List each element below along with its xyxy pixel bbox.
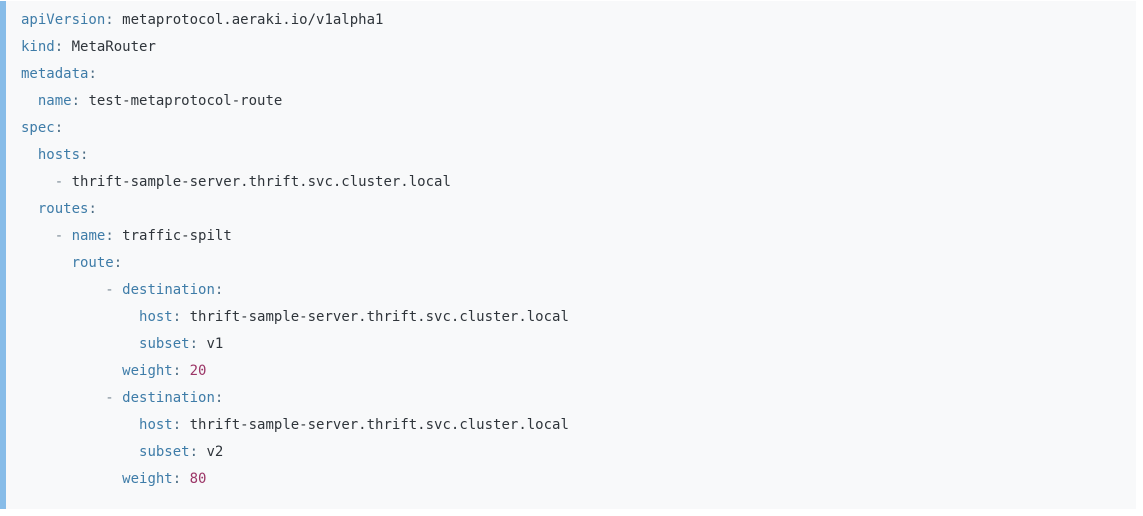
code-token-val	[21, 147, 38, 163]
code-token-val	[21, 444, 139, 460]
code-token-punc: :	[189, 444, 199, 460]
code-token-key: apiVersion	[21, 12, 106, 28]
code-token-key: name	[71, 228, 106, 244]
code-token-punc: :	[105, 12, 114, 28]
code-line: - name: traffic-spilt	[21, 223, 1120, 250]
code-token-punc: :	[54, 120, 64, 136]
code-line: hosts:	[21, 142, 1120, 169]
code-token-punc: :	[88, 201, 97, 217]
code-token-val	[21, 201, 38, 217]
code-token-val	[181, 363, 189, 379]
code-line: kind: MetaRouter	[21, 34, 1120, 61]
code-line: - destination:	[21, 385, 1120, 412]
code-token-punc: :	[54, 39, 64, 55]
code-token-val: metaprotocol.aeraki.io/v1alpha1	[113, 12, 384, 28]
code-token-val: thrift-sample-server.thrift.svc.cluster.…	[63, 174, 451, 190]
code-token-val	[21, 255, 72, 271]
code-token-val: v1	[198, 336, 224, 352]
code-token-key: spec	[21, 120, 55, 136]
code-line: - thrift-sample-server.thrift.svc.cluste…	[21, 169, 1120, 196]
code-line: spec:	[21, 115, 1120, 142]
code-token-key: metadata	[21, 66, 89, 82]
code-token-dash: -	[105, 390, 114, 406]
code-token-dash: -	[54, 228, 64, 244]
code-token-val	[21, 390, 105, 406]
code-token-punc: :	[214, 282, 224, 298]
code-token-val: traffic-spilt	[113, 228, 232, 244]
code-token-key: subset	[139, 336, 190, 352]
code-token-val	[63, 228, 71, 244]
code-line: metadata:	[21, 61, 1120, 88]
code-line: weight: 80	[21, 466, 1120, 493]
code-token-key: host	[139, 309, 173, 325]
code-token-val	[21, 417, 139, 433]
code-token-key: name	[37, 93, 72, 109]
code-token-key: kind	[21, 39, 55, 55]
code-line: subset: v2	[21, 439, 1120, 466]
code-line: route:	[21, 250, 1120, 277]
code-token-val	[114, 390, 122, 406]
code-line: host: thrift-sample-server.thrift.svc.cl…	[21, 304, 1120, 331]
code-token-val	[181, 471, 189, 487]
code-token-val	[21, 228, 55, 244]
code-token-key: hosts	[37, 147, 81, 163]
code-token-val	[21, 174, 55, 190]
code-token-key: destination	[122, 390, 215, 406]
code-token-punc: :	[172, 471, 182, 487]
code-token-dash: -	[105, 282, 114, 298]
code-token-key: route	[71, 255, 114, 271]
code-token-key: weight	[122, 471, 173, 487]
code-token-val: thrift-sample-server.thrift.svc.cluster.…	[181, 309, 569, 325]
code-line: - destination:	[21, 277, 1120, 304]
code-token-val	[21, 363, 122, 379]
code-token-val	[21, 282, 105, 298]
code-token-punc: :	[105, 228, 114, 244]
code-token-key: routes	[37, 201, 89, 217]
code-token-punc: :	[88, 66, 97, 82]
code-token-num: 20	[189, 363, 207, 379]
code-line: subset: v1	[21, 331, 1120, 358]
code-token-punc: :	[172, 309, 182, 325]
code-token-val: thrift-sample-server.thrift.svc.cluster.…	[181, 417, 569, 433]
code-token-punc: :	[71, 93, 81, 109]
code-token-punc: :	[80, 147, 89, 163]
code-token-punc: :	[172, 417, 182, 433]
code-token-key: subset	[139, 444, 190, 460]
code-line: apiVersion: metaprotocol.aeraki.io/v1alp…	[21, 7, 1120, 34]
code-token-val	[21, 336, 139, 352]
code-token-val	[21, 309, 139, 325]
code-line: host: thrift-sample-server.thrift.svc.cl…	[21, 412, 1120, 439]
code-token-val	[114, 282, 122, 298]
code-token-val	[21, 471, 122, 487]
code-line: weight: 20	[21, 358, 1120, 385]
code-token-val: MetaRouter	[63, 39, 156, 55]
code-token-val: v2	[198, 444, 224, 460]
code-token-key: host	[139, 417, 173, 433]
code-token-punc: :	[113, 255, 123, 271]
code-line: name: test-metaprotocol-route	[21, 88, 1120, 115]
yaml-code-block: apiVersion: metaprotocol.aeraki.io/v1alp…	[0, 1, 1136, 509]
code-line: routes:	[21, 196, 1120, 223]
code-token-punc: :	[214, 390, 224, 406]
code-token-punc: :	[172, 363, 182, 379]
code-token-punc: :	[189, 336, 199, 352]
code-token-num: 80	[189, 471, 207, 487]
code-token-val	[21, 93, 38, 109]
code-token-key: weight	[122, 363, 173, 379]
code-token-val: test-metaprotocol-route	[80, 93, 283, 109]
code-token-dash: -	[54, 174, 64, 190]
code-lines: apiVersion: metaprotocol.aeraki.io/v1alp…	[21, 7, 1120, 493]
code-token-key: destination	[122, 282, 215, 298]
